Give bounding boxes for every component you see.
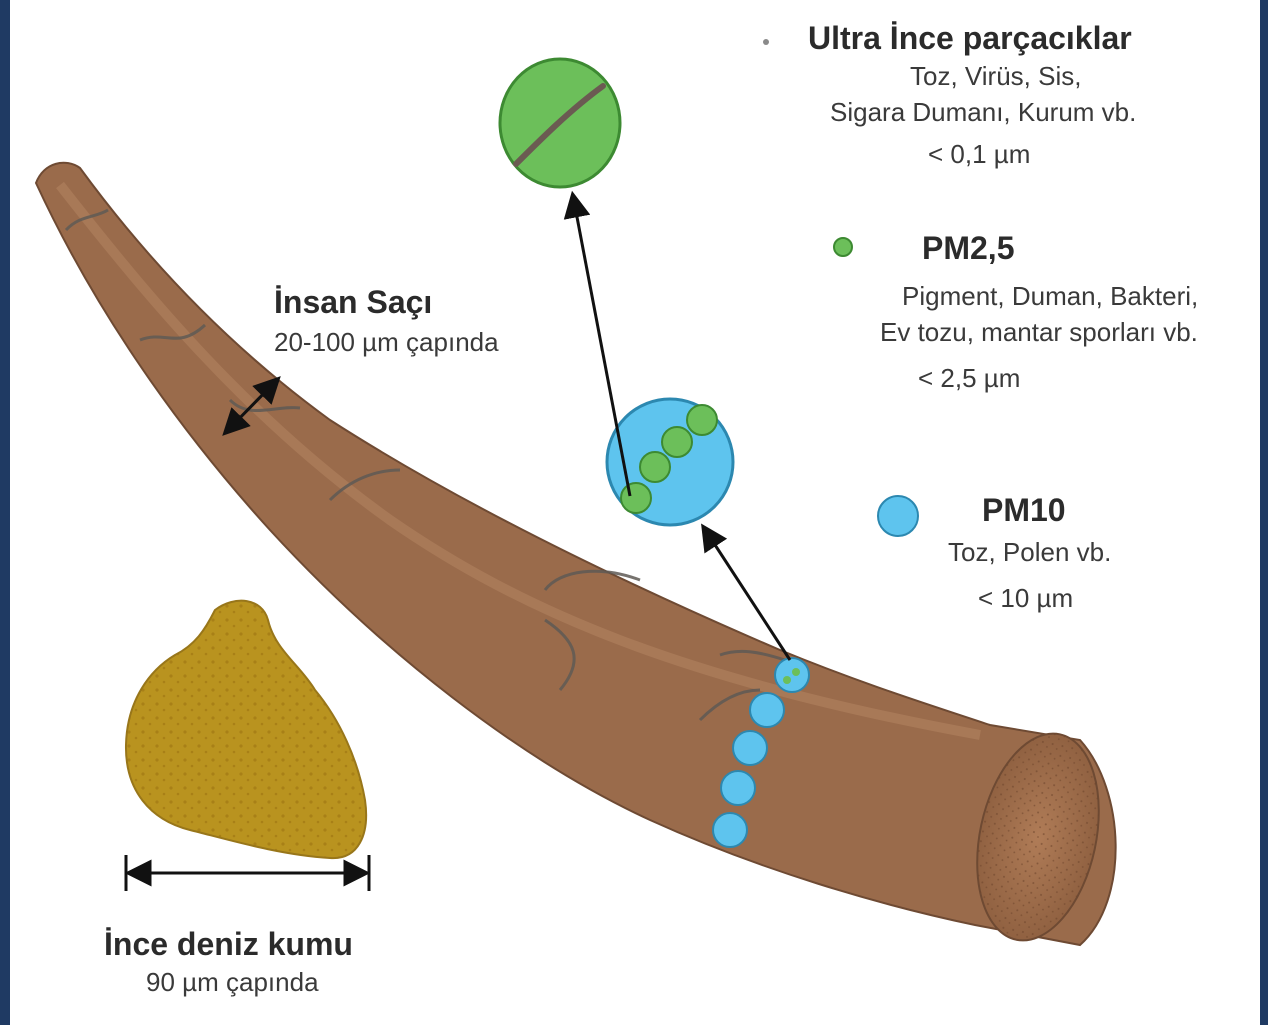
sand-width-dimension [126,855,369,891]
ultrafine-examples-line1: Toz, Virüs, Sis, [910,62,1081,92]
sand-title: İnce deniz kumu [104,926,353,963]
ultrafine-size: < 0,1 µm [928,140,1030,170]
pm10-particle [721,771,755,805]
hair-size: 20-100 µm çapında [274,328,499,358]
sand-grain [126,601,366,858]
pm25-particle [640,452,670,482]
hair-title: İnsan Saçı [274,284,432,321]
sand-grain-texture [126,601,366,858]
ultrafine-legend-marker [763,39,769,45]
pm10-particle [713,813,747,847]
pm25-particle [662,427,692,457]
pm10-legend-marker [878,496,918,536]
pm25-magnified [500,59,620,187]
pm10-size: < 10 µm [978,584,1073,614]
pm10-particle [733,731,767,765]
pm10-particle [750,693,784,727]
pm10-title: PM10 [982,492,1066,529]
pm25-particle [621,483,651,513]
pm25-size: < 2,5 µm [918,364,1020,394]
pm25-title: PM2,5 [922,230,1014,267]
pm25-examples-line2: Ev tozu, mantar sporları vb. [880,318,1198,348]
pm10-particle-highlighted [775,658,809,692]
pm25-inside-pm10 [783,676,791,684]
sand-size: 90 µm çapında [146,968,319,998]
zoom-arrow-pm25 [573,196,630,496]
pm25-examples-line1: Pigment, Duman, Bakteri, [902,282,1198,312]
pm10-examples: Toz, Polen vb. [948,538,1111,568]
pm10-magnified [607,399,733,525]
ultrafine-examples-line2: Sigara Dumanı, Kurum vb. [830,98,1136,128]
pm25-legend-marker [834,238,852,256]
ultrafine-title: Ultra İnce parçacıklar [808,20,1132,57]
pm25-particle [687,405,717,435]
pm25-inside-pm10 [792,668,800,676]
